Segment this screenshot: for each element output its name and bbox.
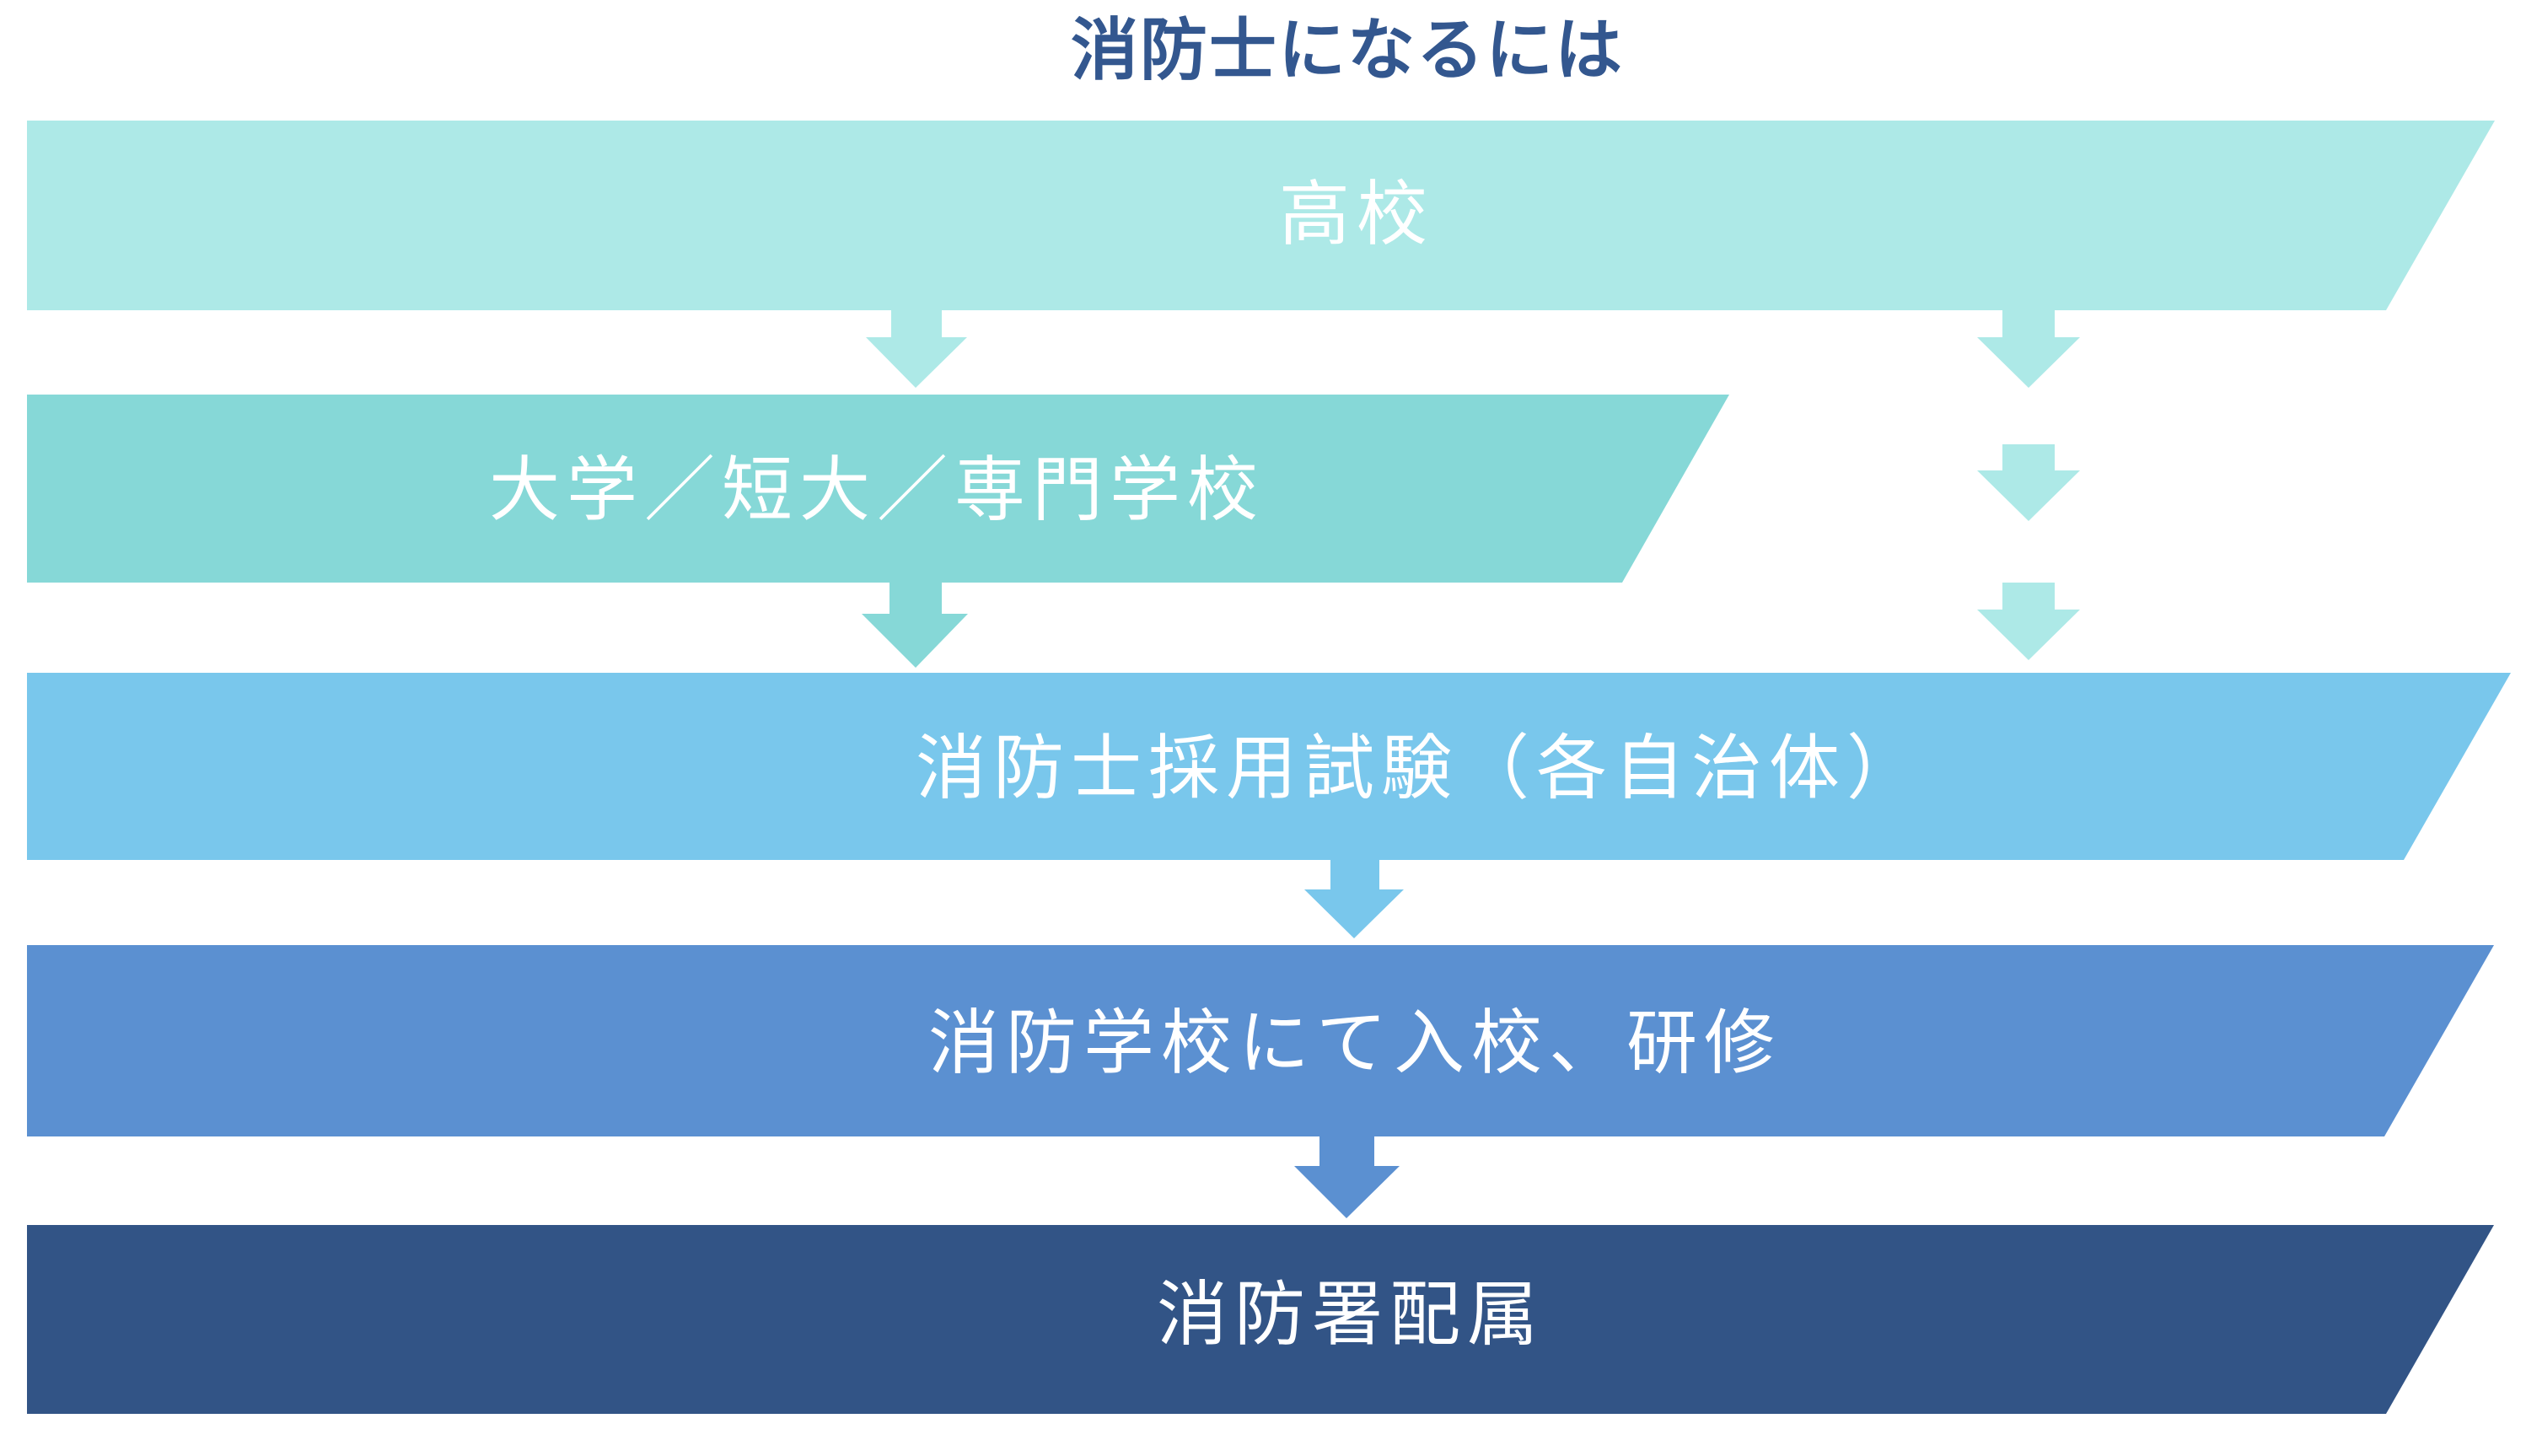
step-bar-fire-academy	[27, 945, 2494, 1136]
step-label-station-assignment: 消防署配属	[1156, 1273, 1545, 1356]
arrow-down-icon	[1977, 310, 2080, 388]
arrow-down-icon	[1294, 1136, 1400, 1218]
diagram-title: 消防士になるには	[1071, 11, 1624, 89]
step-label-fire-academy: 消防学校にて入校、研修	[927, 1002, 1782, 1084]
step-bar-high-school	[27, 121, 2495, 310]
step-label-university: 大学／短大／専門学校	[488, 449, 1266, 531]
arrow-down-icon	[1977, 444, 2080, 521]
arrow-down-icon	[862, 583, 968, 668]
step-bar-recruitment-exam	[27, 673, 2511, 860]
step-bar-university	[27, 395, 1729, 583]
arrow-down-icon	[1977, 583, 2080, 660]
step-label-recruitment-exam: 消防士採用試験（各自治体）	[915, 727, 1925, 809]
step-label-high-school: 高校	[1278, 173, 1435, 255]
arrow-down-icon	[866, 310, 967, 388]
arrow-down-icon	[1304, 860, 1404, 938]
step-bar-station-assignment	[27, 1225, 2494, 1414]
